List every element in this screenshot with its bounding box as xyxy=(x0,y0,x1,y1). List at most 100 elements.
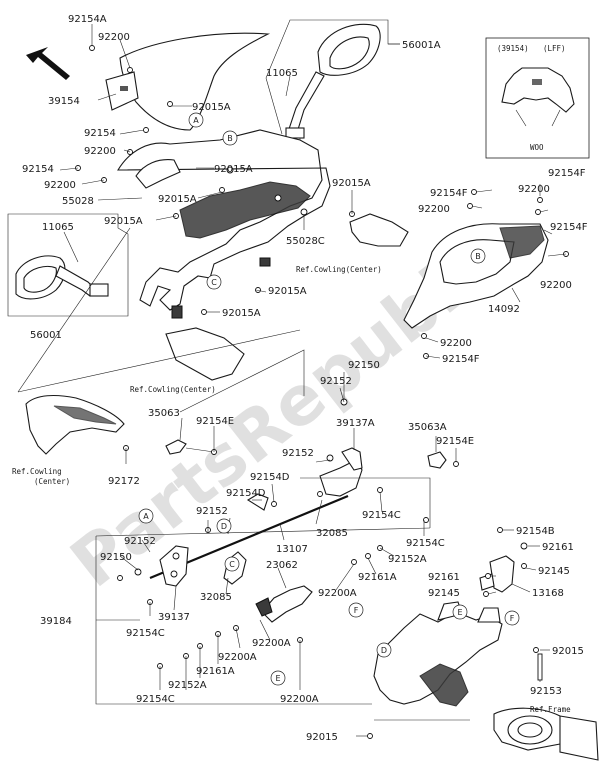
label-92154F-3: 92154F xyxy=(550,222,588,233)
inset-code-label: (39154) xyxy=(497,44,529,53)
label-92015A-1: 92015A xyxy=(192,102,231,113)
front-direction-arrow-icon xyxy=(26,47,70,80)
label-92200-r1: 92200 xyxy=(418,204,450,215)
label-56001: 56001 xyxy=(30,330,62,341)
svg-text:B: B xyxy=(227,134,233,143)
label-55028: 55028 xyxy=(62,196,94,207)
label-92015A-7: 92015A xyxy=(332,178,371,189)
ref-cowling-left-b: (Center) xyxy=(34,477,70,486)
label-92152A-1: 92152A xyxy=(388,554,427,565)
windshield-part xyxy=(105,32,271,131)
label-92154B: 92154B xyxy=(516,526,555,537)
label-39184: 39184 xyxy=(40,616,72,627)
label-14092: 14092 xyxy=(488,304,520,315)
label-39154: 39154 xyxy=(48,96,80,107)
hook-35063 xyxy=(165,439,215,455)
label-92152-mid: 92152 xyxy=(282,448,314,459)
label-35063A: 35063A xyxy=(408,422,447,433)
svg-text:D: D xyxy=(381,646,387,655)
ref-frame: Ref.Frame xyxy=(530,705,571,714)
svg-text:B: B xyxy=(475,252,481,261)
callout-D-left: D xyxy=(216,518,232,534)
label-92161A-1: 92161A xyxy=(358,572,397,583)
label-11065-left: 11065 xyxy=(42,222,74,233)
label-92150-top: 92150 xyxy=(348,360,380,371)
label-92154F-4: 92154F xyxy=(442,354,480,365)
inset-color-label: WOO xyxy=(530,143,544,152)
label-92015-2: 92015 xyxy=(306,732,338,743)
label-92200A-2: 92200A xyxy=(252,638,291,649)
label-92154E-1: 92154E xyxy=(196,416,234,427)
label-92154C-1: 92154C xyxy=(362,510,401,521)
hook-35063A xyxy=(427,451,447,469)
callout-C-top: C xyxy=(206,274,222,290)
callout-A-left: A xyxy=(138,508,154,524)
label-92200-r2: 92200 xyxy=(518,184,550,195)
label-35063: 35063 xyxy=(148,408,180,419)
callout-D-bot: D xyxy=(376,642,392,658)
label-32085-top: 32085 xyxy=(316,528,348,539)
label-92154C-3: 92154C xyxy=(126,628,165,639)
label-39137A: 39137A xyxy=(336,418,375,429)
ref-cowling-left-a: Ref.Cowling xyxy=(12,467,62,476)
label-92200-b: 92200 xyxy=(44,180,76,191)
label-92161-2: 92161 xyxy=(428,572,460,583)
label-92145-2: 92145 xyxy=(428,588,460,599)
label-13107: 13107 xyxy=(276,544,308,555)
label-13168: 13168 xyxy=(532,588,564,599)
label-92015A-2: 92015A xyxy=(214,164,253,175)
label-92015A-5: 92015A xyxy=(268,286,307,297)
label-92154D-1: 92154D xyxy=(250,472,290,483)
label-92015A-4: 92015A xyxy=(104,216,143,227)
ref-cowling-center-mid: Ref.Cowling(Center) xyxy=(130,385,216,394)
label-39137: 39137 xyxy=(158,612,190,623)
callout-A-top: A xyxy=(188,112,204,128)
callout-F-mid: F xyxy=(348,602,364,618)
svg-text:A: A xyxy=(193,116,199,125)
bracket-13168 xyxy=(479,555,515,593)
label-92200A-3: 92200A xyxy=(218,652,257,663)
label-92154C-4: 92154C xyxy=(136,694,175,705)
inset-variant-box: (39154) (LFF) WOO xyxy=(485,37,590,159)
lower-frame-part xyxy=(373,601,599,761)
label-92200-r4: 92200 xyxy=(440,338,472,349)
label-92200-a: 92200 xyxy=(84,146,116,157)
label-92150-l: 92150 xyxy=(100,552,132,563)
svg-text:F: F xyxy=(354,606,359,615)
label-92154-b: 92154 xyxy=(22,164,54,175)
svg-text:E: E xyxy=(275,674,280,683)
label-92172: 92172 xyxy=(108,476,140,487)
label-11065-top: 11065 xyxy=(266,68,298,79)
mirror-left-part xyxy=(7,213,129,317)
part-number-labels: 92154A 92200 39154 92015A 92154 92200 92… xyxy=(22,14,588,743)
label-92154F-1: 92154F xyxy=(430,188,468,199)
label-92152-top: 92152 xyxy=(320,376,352,387)
lower-cowl-piece xyxy=(165,327,245,381)
svg-text:A: A xyxy=(143,512,149,521)
svg-text:D: D xyxy=(221,522,227,531)
leader-lines xyxy=(59,24,567,737)
label-92200A-4: 92200A xyxy=(280,694,319,705)
label-92154E-2: 92154E xyxy=(436,436,474,447)
ref-cowling-center-upper: Ref.Cowling(Center) xyxy=(296,265,382,274)
label-56001A: 56001A xyxy=(402,40,441,51)
label-32085-bot: 32085 xyxy=(200,592,232,603)
label-92154D-2: 92154D xyxy=(226,488,266,499)
callout-E-mid: E xyxy=(270,670,286,686)
label-92154C-2: 92154C xyxy=(406,538,445,549)
svg-text:E: E xyxy=(457,608,462,617)
label-92015A-3: 92015A xyxy=(158,194,197,205)
label-92154F-2: 92154F xyxy=(548,168,586,179)
label-92161A-2: 92161A xyxy=(196,666,235,677)
mirror-right-part xyxy=(285,23,381,150)
svg-text:C: C xyxy=(211,278,217,287)
svg-text:F: F xyxy=(510,614,515,623)
callout-B-top: B xyxy=(222,130,238,146)
inner-cowling-assembly xyxy=(117,129,331,319)
label-23062: 23062 xyxy=(266,560,298,571)
label-92152-l: 92152 xyxy=(196,506,228,517)
label-92152-ll: 92152 xyxy=(124,536,156,547)
label-92161-1: 92161 xyxy=(542,542,574,553)
label-92200A-1: 92200A xyxy=(318,588,357,599)
